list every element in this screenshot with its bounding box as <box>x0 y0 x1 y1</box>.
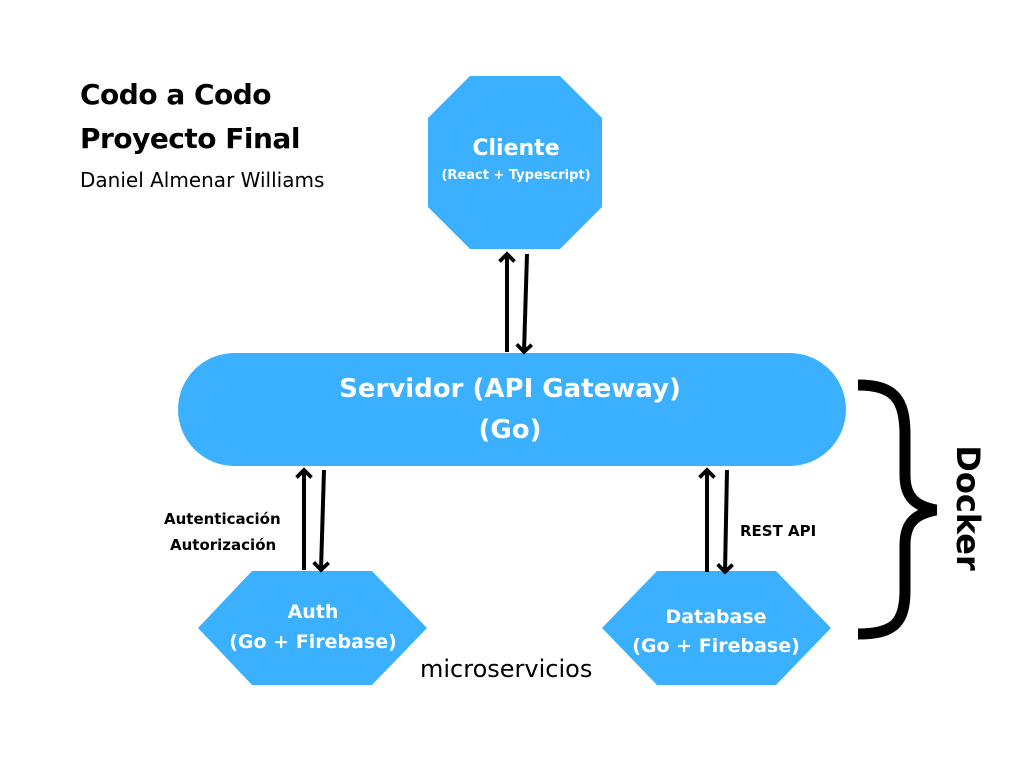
auth-node-subtitle: (Go + Firebase) <box>229 631 397 653</box>
arrow-client-to-gateway <box>515 253 534 355</box>
database-node-title: Database <box>665 606 767 628</box>
client-node-subtitle: (React + Typescript) <box>441 168 591 183</box>
gateway-node-title: Servidor (API Gateway) <box>339 374 681 404</box>
author-name: Daniel Almenar Williams <box>80 168 325 192</box>
gateway-node-subtitle: (Go) <box>478 415 542 445</box>
database-node-subtitle: (Go + Firebase) <box>632 635 800 657</box>
auth-node-title: Auth <box>287 601 339 623</box>
arrow-gateway-to-database <box>716 469 734 575</box>
title-line-1: Codo a Codo <box>80 78 272 111</box>
client-node-title: Cliente <box>472 136 560 161</box>
rest-api-label: REST API <box>740 522 817 540</box>
gateway-node-shape <box>178 353 846 466</box>
microservices-label: microservicios <box>420 655 593 683</box>
docker-brace-icon <box>857 379 938 640</box>
database-node-shape <box>602 571 831 685</box>
title-line-2: Proyecto Final <box>80 122 300 155</box>
auth-edge-label-2: Autorización <box>170 536 277 554</box>
arrow-gateway-to-auth <box>312 469 331 573</box>
client-node-shape <box>428 76 602 249</box>
auth-edge-label-1: Autenticación <box>164 510 281 528</box>
docker-label: Docker <box>949 445 987 571</box>
auth-node-shape <box>198 571 427 685</box>
